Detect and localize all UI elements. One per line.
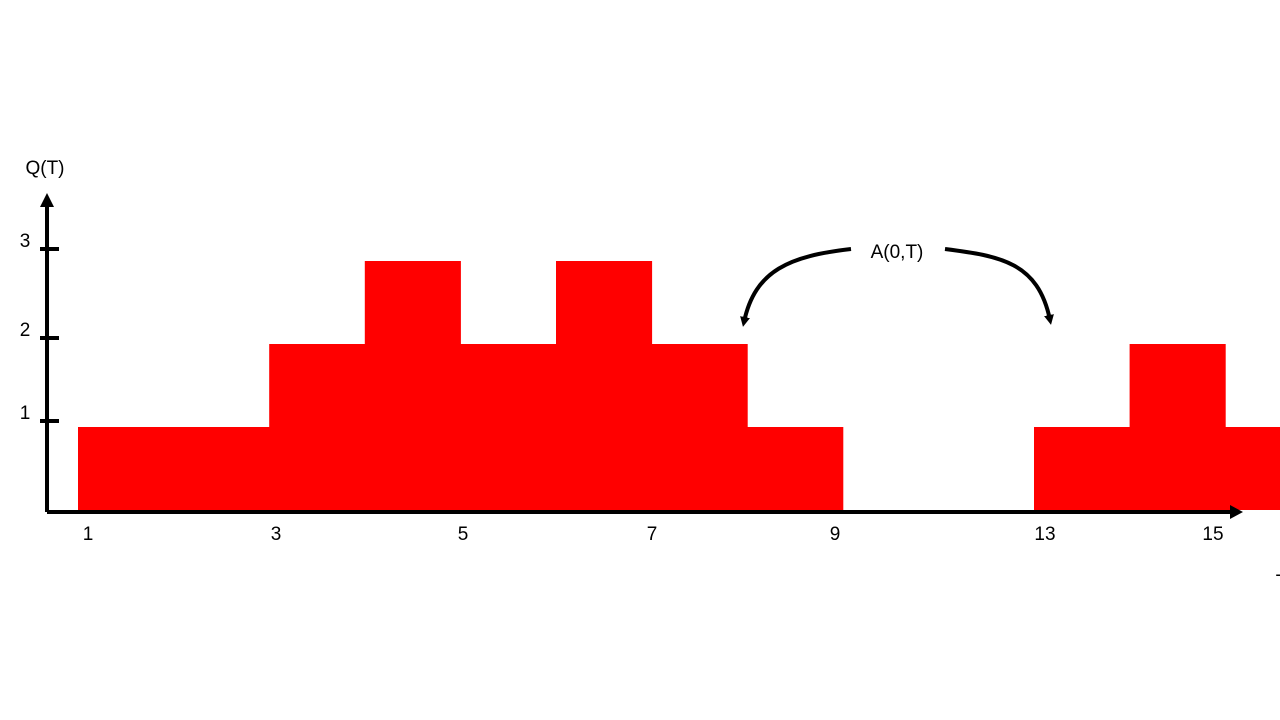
t-marker-label: T — [1276, 572, 1280, 593]
annotation-label: A(0,T) — [871, 242, 924, 263]
step-bar-6 — [651, 344, 748, 510]
x-tick-label: 9 — [830, 524, 841, 545]
y-tick-label: 1 — [20, 403, 31, 424]
annotation-arrow-left — [740, 247, 852, 327]
x-tick-label: 7 — [647, 524, 658, 545]
x-tick-label: 15 — [1202, 524, 1223, 545]
y-tick-label: 3 — [20, 231, 31, 252]
y-axis-label: Q(T) — [25, 158, 64, 179]
bars-group — [78, 261, 1280, 510]
y-tick-label: 2 — [20, 320, 31, 341]
y-axis-arrowhead — [40, 193, 54, 207]
step-bar-8 — [1034, 427, 1131, 510]
step-bar-10 — [1225, 427, 1280, 510]
annotation-arrow-right — [944, 247, 1054, 325]
x-tick-label: 5 — [458, 524, 469, 545]
step-bar-4 — [460, 344, 557, 510]
step-bar-5 — [556, 261, 653, 510]
x-axis-arrowhead — [1230, 505, 1243, 519]
x-tick-label: 3 — [271, 524, 282, 545]
step-bar-9 — [1129, 344, 1226, 510]
step-bar-1 — [78, 427, 270, 510]
step-bar-3 — [364, 261, 461, 510]
y-ticks-group: 1 2 3 — [20, 231, 59, 424]
step-bar-2 — [269, 344, 366, 510]
x-tick-label: 1 — [83, 524, 94, 545]
step-bar-7 — [747, 427, 844, 510]
x-tick-label: 13 — [1034, 524, 1055, 545]
